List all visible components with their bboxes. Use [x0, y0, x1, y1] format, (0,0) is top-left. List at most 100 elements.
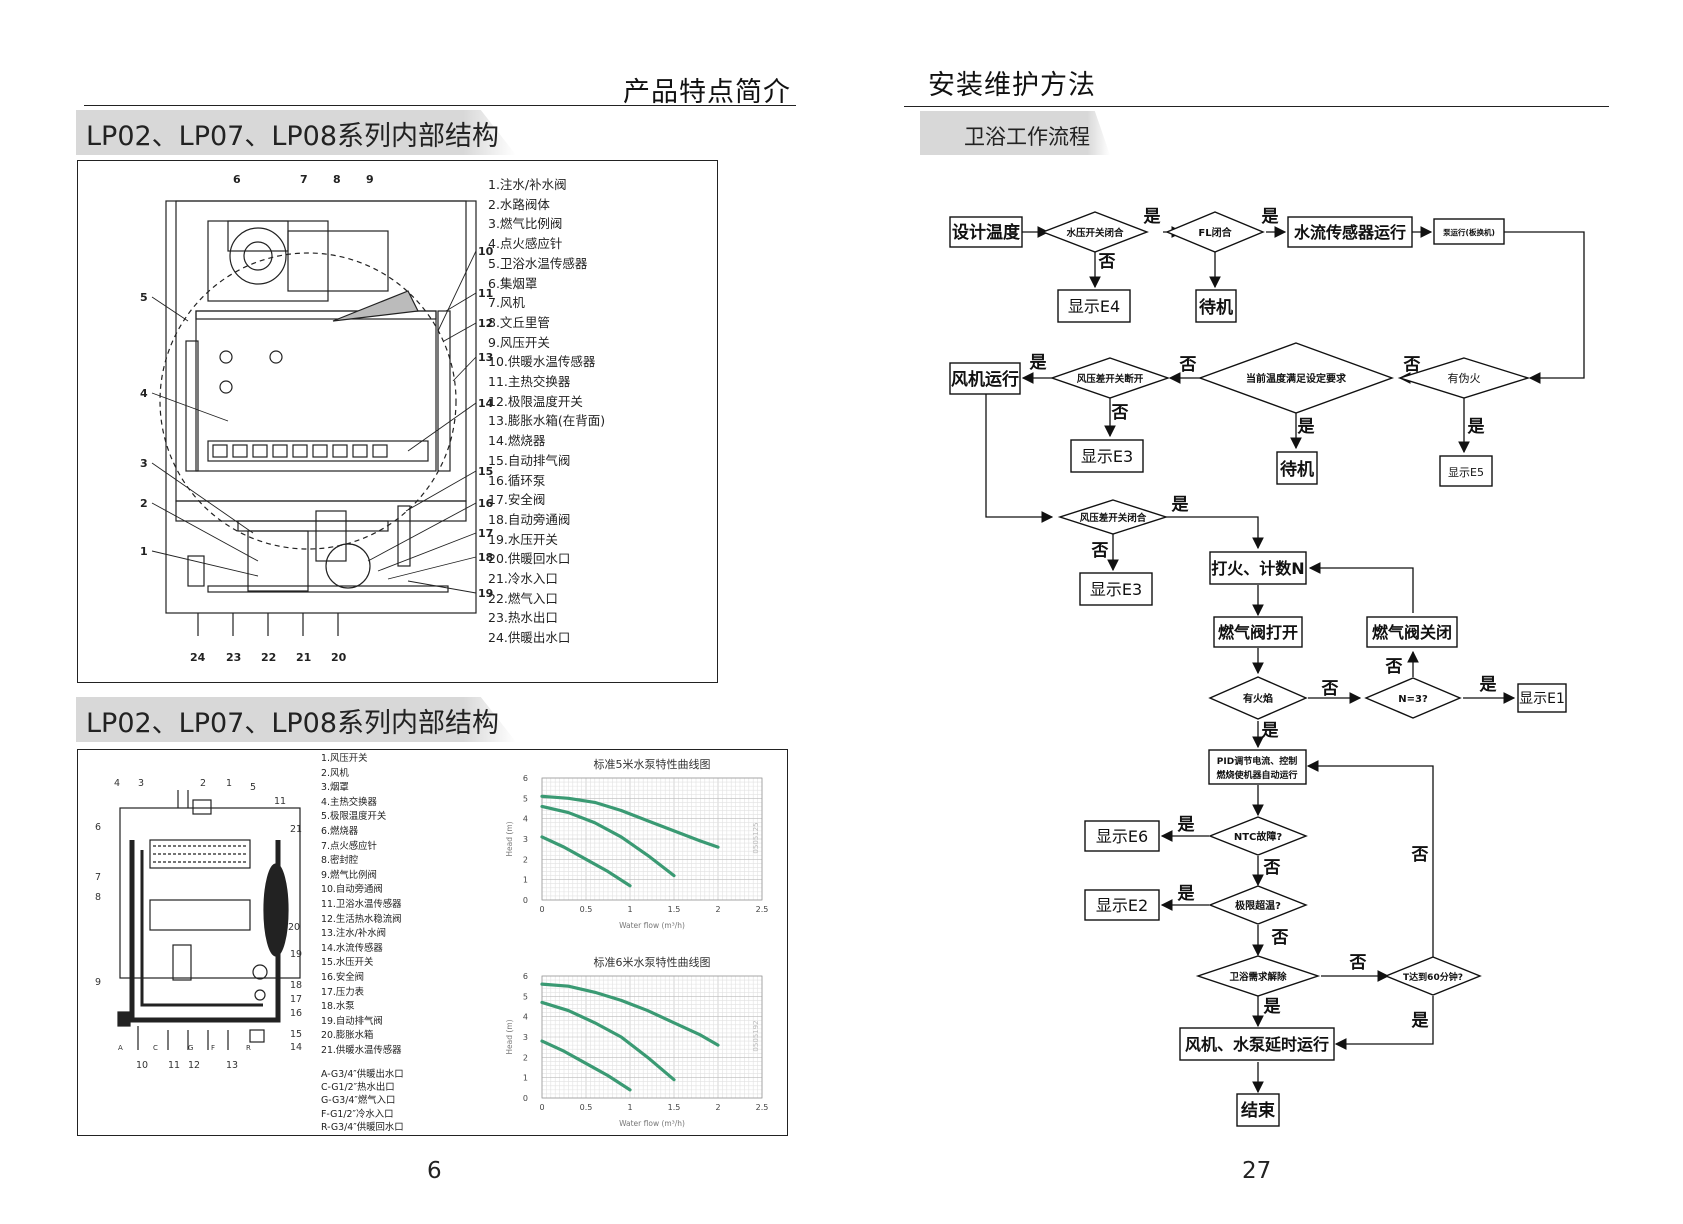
part-item: 14.水流传感器 — [321, 942, 383, 954]
d2-callout-4: 4 — [114, 778, 120, 789]
structure-diagram-frame-1: 6 7 8 9 10 11 12 13 14 15 16 17 18 19 5 … — [77, 160, 718, 683]
part-item: 21.供暖水温传感器 — [321, 1044, 402, 1056]
text-standby-2: 待机 — [1280, 459, 1314, 480]
callout-20: 20 — [331, 651, 347, 664]
diamond-false-flame — [1397, 357, 1531, 399]
node-flow-sensor — [1287, 216, 1413, 248]
diamond-ntc — [1208, 816, 1308, 856]
diamond-has-flame — [1208, 676, 1308, 720]
x-tick-label: 1 — [627, 1103, 632, 1112]
d2-callout-18: 18 — [290, 980, 302, 991]
y-tick-label: 4 — [523, 1013, 528, 1022]
parts-list-1: 1.注水/补水阀 2.水路阀体 3.燃气比例阀 4.点火感应针 5.卫浴水温传感… — [488, 175, 605, 648]
label-yes: 是 — [1262, 721, 1279, 741]
d2-callout-10: 10 — [136, 1060, 148, 1071]
y-tick-label: 1 — [523, 1074, 528, 1083]
label-no: 否 — [1411, 845, 1429, 865]
node-e3-1 — [1070, 439, 1144, 473]
node-fan-running — [949, 362, 1021, 395]
callout-19: 19 — [478, 587, 493, 600]
text-limit: 极限超温? — [1235, 899, 1281, 912]
diamond-water-pressure — [1041, 211, 1149, 253]
y-tick-label: 0 — [523, 1094, 528, 1103]
chart-watermark: 0505192 — [752, 1020, 760, 1051]
diamond-fl — [1165, 211, 1265, 253]
part-item: 20.膨胀水箱 — [321, 1030, 374, 1042]
label-no: 否 — [1111, 403, 1129, 423]
text-e3-1: 显示E3 — [1081, 447, 1133, 466]
part-item: 6.燃烧器 — [321, 825, 359, 837]
pump-curve-series — [540, 835, 632, 888]
d2-callout-7: 7 — [95, 872, 101, 883]
label-yes: 是 — [1264, 997, 1281, 1017]
d2-callout-5: 5 — [250, 782, 256, 793]
text-standby-1: 待机 — [1199, 297, 1233, 318]
callout-11: 11 — [478, 287, 493, 300]
label-yes: 是 — [1468, 417, 1485, 437]
d2-label-R: R — [246, 1044, 251, 1052]
d2-label-A: A — [118, 1044, 123, 1052]
part-item: 19.自动排气阀 — [321, 1015, 383, 1027]
text-gas-open: 燃气阀打开 — [1218, 623, 1298, 642]
section2-band — [76, 697, 516, 742]
connection-list: A-G3/4″供暖出水口 C-G1/2″热水出口 G-G3/4″燃气入口 F-G… — [321, 1068, 404, 1134]
x-tick-label: 2.5 — [756, 905, 768, 914]
part-item: 4.点火感应针 — [488, 236, 563, 252]
label-no: 否 — [1179, 355, 1197, 375]
part-item: 18.自动旁通阀 — [488, 511, 571, 527]
text-ntc: NTC故障? — [1234, 830, 1283, 843]
text-water-pressure: 水压开关闭合 — [1066, 227, 1124, 239]
part-item: 1.风压开关 — [321, 753, 368, 764]
part-item: 16.安全阀 — [321, 971, 365, 983]
x-tick-label: 0 — [539, 1103, 544, 1112]
part-item: 3.燃气比例阀 — [488, 216, 563, 232]
d2-label-G: G — [188, 1044, 193, 1052]
x-tick-label: 0.5 — [580, 1103, 593, 1112]
callout-9: 9 — [366, 173, 374, 186]
y-tick-label: 6 — [523, 972, 528, 981]
label-no: 否 — [1098, 252, 1116, 272]
callout-8: 8 — [333, 173, 341, 186]
part-item: 5.卫浴水温传感器 — [488, 255, 588, 271]
part-item: 2.水路阀体 — [488, 196, 550, 212]
text-e6: 显示E6 — [1096, 827, 1148, 846]
node-pid — [1208, 749, 1307, 785]
node-pump — [1433, 218, 1505, 245]
flowchart-connectors — [985, 226, 1585, 1094]
label-no: 否 — [1349, 953, 1367, 973]
connection-item: A-G3/4″供暖出水口 — [321, 1069, 404, 1080]
d2-callout-2: 2 — [200, 778, 206, 789]
text-temp-met: 当前温度满足设定要求 — [1246, 372, 1347, 385]
text-fl: FL闭合 — [1198, 226, 1232, 239]
y-tick-label: 2 — [523, 1053, 528, 1062]
node-e5 — [1439, 455, 1493, 487]
d2-callout-15: 15 — [290, 1029, 302, 1040]
node-standby-2 — [1276, 451, 1318, 485]
right-section-title: 卫浴工作流程 — [964, 125, 1090, 149]
d2-label-C: C — [153, 1044, 158, 1052]
node-e4 — [1057, 289, 1131, 323]
d2-callout-6: 6 — [95, 822, 101, 833]
d2-callout-11: 11 — [274, 796, 286, 807]
x-tick-label: 2 — [715, 905, 720, 914]
callout-18: 18 — [478, 551, 493, 564]
diamond-limit — [1208, 885, 1308, 925]
diamond-air-closed — [1057, 499, 1169, 535]
boiler-schematic-diagram-2: 4 3 2 1 5 11 21 6 7 8 9 20 19 18 17 16 1… — [95, 778, 302, 1071]
part-item: 7.点火感应针 — [321, 840, 377, 852]
text-pump: 泵运行(板换机) — [1443, 227, 1495, 237]
d2-callout-9: 9 — [95, 977, 101, 988]
text-flow-sensor: 水流传感器运行 — [1294, 223, 1406, 242]
text-air-closed: 风压差开关闭合 — [1080, 512, 1147, 524]
callout-12: 12 — [478, 317, 493, 330]
part-item: 7.风机 — [488, 295, 525, 311]
callout-7: 7 — [300, 173, 308, 186]
connection-item: C-G1/2″热水出口 — [321, 1082, 395, 1094]
part-item: 15.自动排气阀 — [488, 452, 571, 468]
text-end: 结束 — [1241, 1100, 1275, 1121]
part-item: 15.水压开关 — [321, 957, 374, 969]
part-item: 13.膨胀水箱(在背面) — [488, 413, 606, 429]
part-item: 1.注水/补水阀 — [488, 177, 567, 192]
x-tick-label: 0.5 — [580, 905, 593, 914]
